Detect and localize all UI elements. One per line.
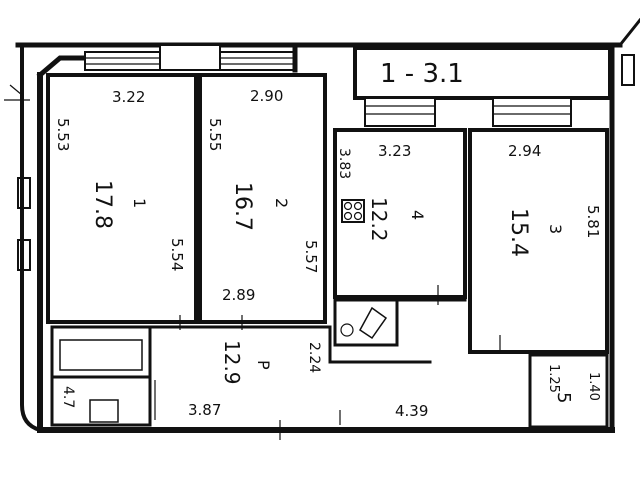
room-1-dim-top: 3.22 bbox=[112, 88, 145, 106]
hall-dim-bottom-left: 3.87 bbox=[188, 401, 221, 419]
room-3-number: 3 bbox=[546, 224, 565, 234]
room-2-dim-left: 5.55 bbox=[206, 118, 224, 151]
room-5-dim-top: 1.25 bbox=[546, 364, 561, 393]
wall-marks bbox=[4, 54, 635, 440]
bath-area bbox=[50, 325, 152, 427]
room-2-dim-top: 2.90 bbox=[250, 87, 283, 105]
room-5-dim-right: 1.40 bbox=[586, 372, 601, 401]
room-3-dim-top: 2.94 bbox=[508, 142, 541, 160]
room-4 bbox=[333, 128, 467, 299]
room-4-dim-left: 3.83 bbox=[336, 148, 352, 179]
room-3-dim-right: 5.81 bbox=[584, 205, 602, 238]
hall-dim-bottom-right: 4.39 bbox=[395, 402, 428, 420]
room-4-dim-top: 3.23 bbox=[378, 142, 411, 160]
bathroom bbox=[333, 298, 467, 347]
exterior-walls bbox=[15, 17, 640, 433]
balcony-label: 1 - 3.1 bbox=[380, 59, 464, 89]
top-windows bbox=[84, 42, 298, 73]
hall-area: 12.9 bbox=[220, 340, 244, 385]
hall-number: P bbox=[254, 360, 273, 370]
room-3-area: 15.4 bbox=[506, 208, 531, 257]
room-1 bbox=[46, 73, 198, 324]
hall-dim-right: 2.24 bbox=[306, 342, 322, 373]
room-5 bbox=[528, 353, 609, 429]
room-4-number: 4 bbox=[408, 210, 427, 220]
room-2-area: 16.7 bbox=[230, 182, 255, 231]
room-4-area: 12.2 bbox=[367, 197, 391, 242]
room-1-number: 1 bbox=[130, 198, 149, 208]
balcony: 1 - 3.1 bbox=[353, 46, 612, 127]
room-2-dim-bottom: 2.89 bbox=[222, 286, 255, 304]
room-1-dim-right: 5.54 bbox=[168, 238, 186, 271]
room-2-number: 2 bbox=[272, 198, 291, 208]
sink-icon bbox=[340, 306, 388, 340]
room-1-area: 17.8 bbox=[90, 180, 115, 229]
room-3 bbox=[468, 128, 609, 354]
room-2-dim-right: 5.57 bbox=[302, 240, 320, 273]
stove-icon bbox=[341, 199, 365, 223]
room-5-number: 5 bbox=[553, 392, 574, 403]
room-2 bbox=[198, 73, 327, 324]
room-1-dim-left: 5.53 bbox=[54, 118, 72, 151]
small-room-area: 4.7 bbox=[60, 386, 76, 408]
